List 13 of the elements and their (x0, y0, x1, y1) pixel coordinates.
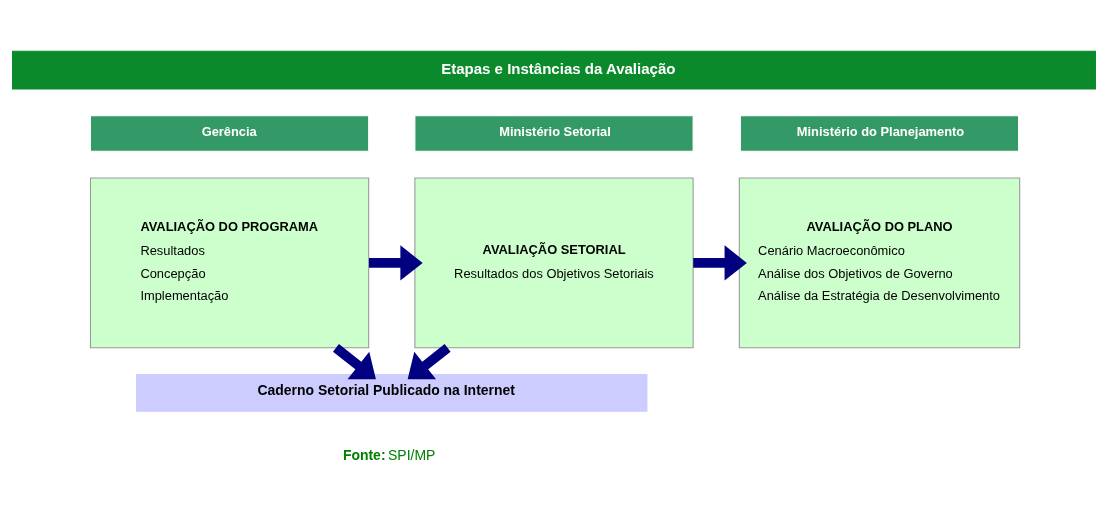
node-box: Ministério do Planejamento (739, 114, 1020, 152)
node-box: Caderno Setorial Publicado na Internet (136, 373, 648, 412)
node-box: Gerência (89, 114, 370, 152)
node-box: AVALIAÇÃO DO PLANO Cenário Macroeconômico Análise dos Objetivos de Governo Análise da Estratégia de Desenvolvimento (738, 177, 1021, 348)
node-box: AVALIAÇÃO DO PROGRAMA Resultados Concepção Implementação (89, 177, 370, 348)
arrow (693, 244, 747, 280)
arrow (407, 343, 451, 379)
label: Fonte: SPI/MP (342, 446, 436, 463)
arrow (369, 244, 423, 280)
arrow (332, 343, 376, 379)
node-box: AVALIAÇÃO SETORIAL Resultados dos Objetivos Setoriais (414, 177, 694, 348)
node-box: Etapas e Instâncias da Avaliação (12, 50, 1096, 89)
node-box: Ministério Setorial (414, 114, 694, 152)
